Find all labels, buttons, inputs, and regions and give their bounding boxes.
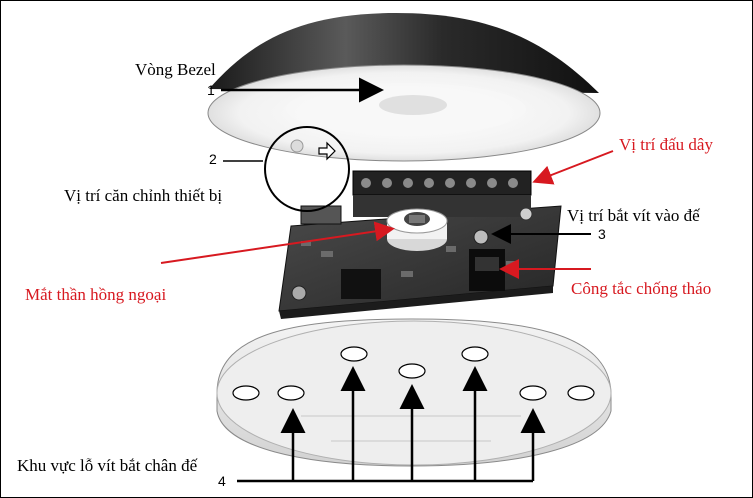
wiring-label: Vị trí đấu dây (619, 135, 713, 154)
outline-arrow-icon (318, 141, 336, 161)
pir-sensor (386, 208, 448, 251)
callout-line-pir (160, 221, 395, 264)
callout-line-wiring (532, 150, 614, 185)
base-hole-arrows (237, 366, 546, 483)
bezel-label: Vòng Bezel (135, 60, 216, 79)
alignment-circle (264, 126, 350, 212)
base-holes-label: Khu vực lỗ vít bắt chân đế (17, 456, 198, 475)
terminal-screws (361, 178, 518, 188)
bezel-ring (207, 13, 601, 162)
base-plate (216, 318, 612, 467)
alignment-label: Vị trí căn chỉnh thiết bị (64, 186, 223, 205)
number-3: 3 (598, 226, 606, 242)
screw-hole-markers (232, 346, 595, 401)
pir-eye-label: Mắt thần hồng ngoại (25, 285, 167, 304)
circuit-board (278, 170, 562, 319)
number-2: 2 (209, 151, 217, 167)
tamper-label: Công tắc chống tháo (571, 279, 712, 298)
number-4: 4 (218, 473, 226, 489)
number-1: 1 (207, 82, 215, 98)
mount-screw-label: Vị trí bắt vít vào đế (567, 206, 700, 225)
